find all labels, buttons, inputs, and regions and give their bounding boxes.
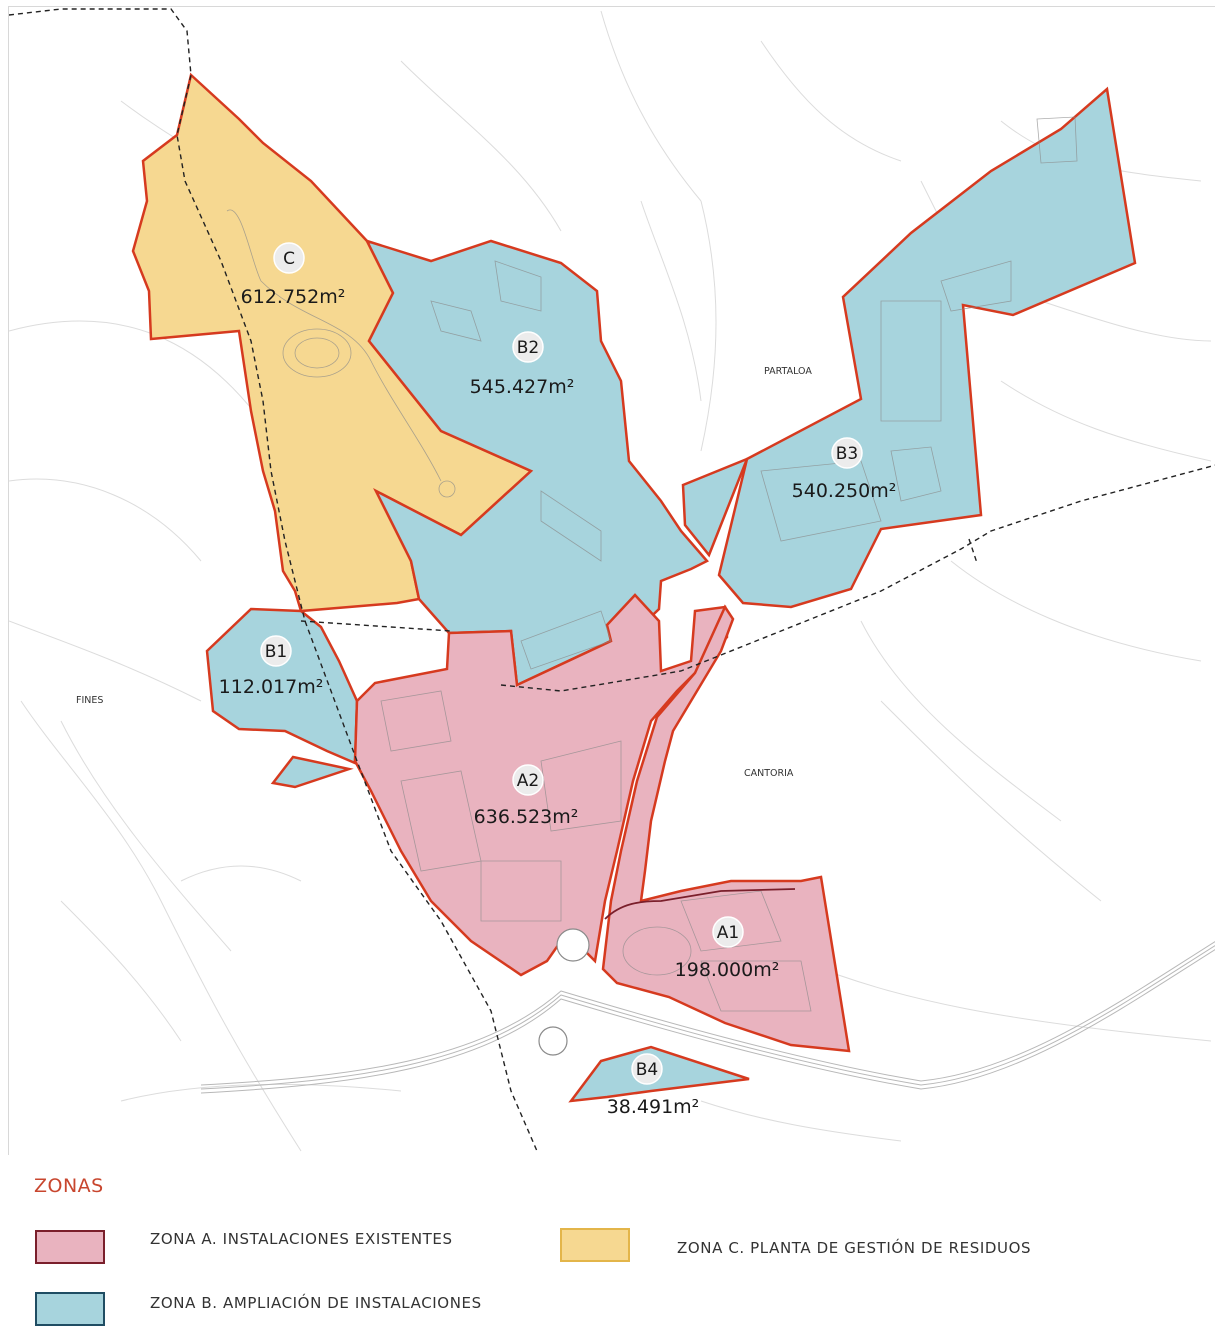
legend-title: ZONAS: [34, 1175, 104, 1197]
zone-b3-badge: [831, 437, 863, 469]
zone-a-swatch: [35, 1230, 105, 1264]
zone-a2-area: 636.523m²: [474, 806, 579, 828]
zone-b4-area: 38.491m²: [607, 1096, 700, 1118]
zone-a-legend-label: ZONA A. INSTALACIONES EXISTENTES: [150, 1230, 453, 1248]
zone-a1-polygon: [601, 604, 851, 1053]
legend: ZONAS ZONA A. INSTALACIONES EXISTENTES Z…: [0, 1155, 1215, 1328]
zone-b2-area: 545.427m²: [470, 376, 575, 398]
zone-b1-small-polygon: [270, 755, 354, 789]
zone-c-legend-label: ZONA C. PLANTA DE GESTIÓN DE RESIDUOS: [677, 1239, 1032, 1257]
zone-a1-label: A1: [717, 923, 739, 943]
zone-b-legend-label: ZONA B. AMPLIACIÓN DE INSTALACIONES: [150, 1294, 482, 1312]
zoning-map: C B2 B3 B1 A2 A1 B4 612.752m² 545.427m² …: [9, 8, 1215, 1152]
zone-b3-polygon: [717, 86, 1137, 609]
zone-badges: [260, 242, 863, 1085]
zone-c-area: 612.752m²: [241, 286, 346, 308]
zone-b4-label: B4: [636, 1060, 658, 1080]
zone-b2-badge: [512, 331, 544, 363]
roundabouts: [538, 928, 590, 1056]
zone-a2-badge: [512, 764, 544, 796]
place-partaloa: PARTALOA: [764, 366, 812, 377]
municipal-boundaries: [9, 8, 1215, 1152]
place-cantoria: CANTORIA: [744, 768, 794, 779]
zone-c-label: C: [283, 249, 295, 269]
zone-a2-label: A2: [517, 771, 539, 791]
site-details: [226, 116, 1078, 1012]
zone-b1-label: B1: [265, 642, 287, 662]
map-frame: C B2 B3 B1 A2 A1 B4 612.752m² 545.427m² …: [8, 6, 1215, 1155]
zone-b1-badge: [260, 635, 292, 667]
zone-b3-label: B3: [836, 444, 858, 464]
zone-c-swatch: [560, 1228, 630, 1262]
place-fines: FINES: [76, 695, 103, 706]
zone-a1-badge: [712, 916, 744, 948]
a1-a2-division: [604, 888, 796, 920]
zone-b2-label: B2: [517, 338, 539, 358]
zone-b3-area: 540.250m²: [792, 480, 897, 502]
zone-a1-area: 198.000m²: [675, 959, 780, 981]
zone-b-swatch: [35, 1292, 105, 1326]
zone-b1-area: 112.017m²: [219, 676, 324, 698]
zone-b3-wedge-polygon: [681, 456, 750, 558]
zone-b4-badge: [631, 1053, 663, 1085]
railway: [200, 941, 1215, 1094]
zone-c-badge: [273, 242, 305, 274]
